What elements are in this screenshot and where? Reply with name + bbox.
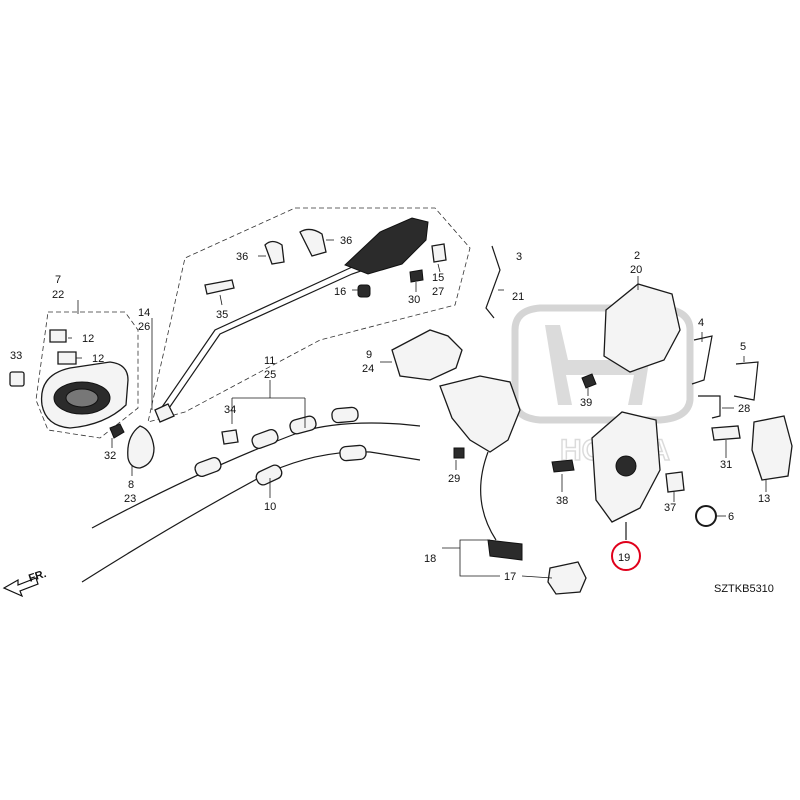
door-lock-assembly <box>439 375 523 561</box>
screw-39 <box>581 373 597 389</box>
callout-labels: 7 22 33 12 12 32 8 23 14 26 36 36 35 16 … <box>10 235 770 583</box>
callout-13: 13 <box>758 493 770 505</box>
callout-4: 4 <box>698 317 704 329</box>
callout-26: 26 <box>138 321 150 333</box>
rod-5 <box>733 361 759 401</box>
callout-3: 3 <box>516 251 522 263</box>
clip-28 <box>698 395 721 419</box>
knob-17 <box>547 561 587 595</box>
latch-cover-2-20 <box>603 283 681 373</box>
callout-39: 39 <box>580 397 592 409</box>
callout-23: 23 <box>124 493 136 505</box>
bolt-31 <box>711 425 741 441</box>
screw-38 <box>551 459 575 473</box>
callout-8: 8 <box>128 479 134 491</box>
screw-37 <box>665 471 685 493</box>
callout-11: 11 <box>264 355 275 367</box>
callout-25: 25 <box>264 369 276 381</box>
callout-6: 6 <box>728 511 734 523</box>
callout-28: 28 <box>738 403 750 415</box>
inner-handle-assembly <box>40 329 129 429</box>
outer-handle-assembly <box>154 217 447 423</box>
callout-19: 19 <box>618 552 630 564</box>
rod-3-21 <box>485 245 501 319</box>
callout-36-right: 36 <box>340 235 352 247</box>
callout-29: 29 <box>448 473 460 485</box>
highlight-ring-19 <box>611 541 641 571</box>
screw-32 <box>109 423 125 439</box>
callout-12-lower: 12 <box>92 353 104 365</box>
diagram-code: SZTKB5310 <box>714 583 774 595</box>
callout-34: 34 <box>224 404 236 416</box>
callout-5: 5 <box>740 341 746 353</box>
callout-20: 20 <box>630 264 642 276</box>
callout-9: 9 <box>366 349 372 361</box>
callout-32: 32 <box>104 450 116 462</box>
group-box-inner-handle <box>35 311 139 439</box>
cover-8 <box>127 425 155 469</box>
clip-33 <box>9 371 25 387</box>
callout-31: 31 <box>720 459 732 471</box>
callout-18: 18 <box>424 553 436 565</box>
striker-13 <box>751 415 793 481</box>
callout-30: 30 <box>408 294 420 306</box>
callout-15: 15 <box>432 272 444 284</box>
front-direction-arrow: FR. <box>2 568 48 598</box>
callout-14: 14 <box>138 307 150 319</box>
callout-22: 22 <box>52 289 64 301</box>
leader-lines <box>68 239 767 579</box>
callout-38: 38 <box>556 495 568 507</box>
callout-7: 7 <box>55 274 61 286</box>
callout-12-upper: 12 <box>82 333 94 345</box>
callout-17: 17 <box>504 571 516 583</box>
callout-33: 33 <box>10 350 22 362</box>
callout-21: 21 <box>512 291 524 303</box>
washer-6 <box>695 505 717 527</box>
cable-10 <box>81 444 421 583</box>
callout-35: 35 <box>216 309 228 321</box>
cable-11-25 <box>91 406 421 529</box>
callout-24: 24 <box>362 363 374 375</box>
latch-actuator-19 <box>591 411 661 540</box>
actuator-9-24 <box>391 329 463 381</box>
rod-4 <box>691 335 713 385</box>
callout-36-left: 36 <box>236 251 248 263</box>
callout-27: 27 <box>432 286 444 298</box>
clip-34 <box>221 429 239 445</box>
direction-label: FR. <box>27 568 48 585</box>
callout-37: 37 <box>664 502 676 514</box>
callout-2: 2 <box>634 250 640 262</box>
callout-16: 16 <box>334 286 346 298</box>
callout-10: 10 <box>264 501 276 513</box>
